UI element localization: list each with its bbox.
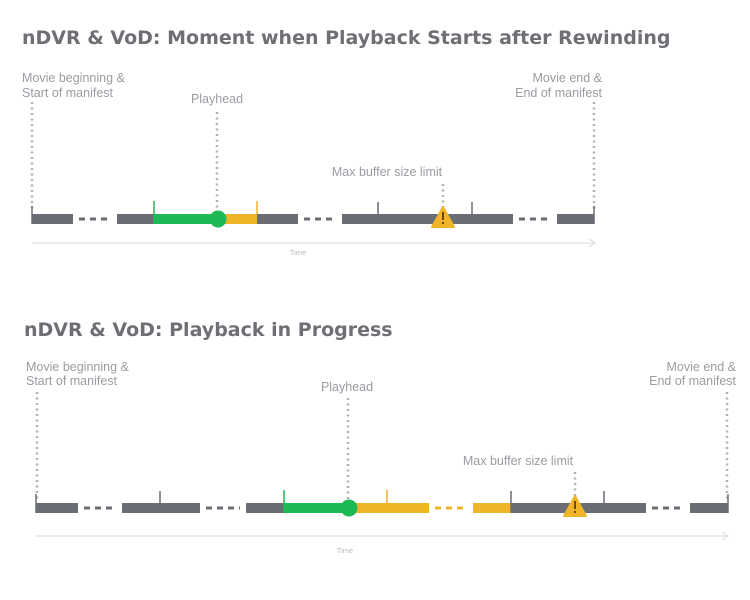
buffer-segment	[349, 503, 429, 513]
movie-end-label: Movie end &	[667, 360, 737, 374]
warning-triangle-icon	[563, 495, 587, 517]
max-buffer-label: Max buffer size limit	[463, 454, 574, 468]
segment	[557, 214, 594, 224]
segment	[122, 503, 200, 513]
buffer-segment	[473, 503, 511, 513]
segment	[257, 214, 298, 224]
diagram-rewinding: nDVR & VoD: Moment when Playback Starts …	[22, 27, 670, 257]
max-buffer-label: Max buffer size limit	[332, 165, 443, 179]
playhead-label: Playhead	[321, 380, 373, 394]
segment	[32, 214, 73, 224]
played-segment	[154, 214, 218, 224]
start-of-manifest-label: Start of manifest	[22, 86, 114, 100]
played-segment	[284, 503, 349, 513]
segment	[246, 503, 284, 513]
playhead-dot	[209, 210, 227, 228]
movie-beginning-label: Movie beginning &	[26, 360, 130, 374]
diagram-title: nDVR & VoD: Playback in Progress	[24, 319, 393, 341]
segment	[342, 214, 513, 224]
movie-beginning-label: Movie beginning &	[22, 71, 126, 85]
segment	[690, 503, 728, 513]
end-of-manifest-label: End of manifest	[515, 86, 602, 100]
diagram-title: nDVR & VoD: Moment when Playback Starts …	[22, 27, 670, 49]
segment	[117, 214, 154, 224]
buffer-segment	[218, 214, 257, 224]
start-of-manifest-label: Start of manifest	[26, 374, 118, 388]
playhead-dot	[340, 499, 358, 517]
warning-triangle-icon	[431, 206, 455, 228]
segment	[36, 503, 78, 513]
playhead-label: Playhead	[191, 92, 243, 106]
time-axis-label: Time	[337, 546, 353, 555]
diagram-playback-in-progress: nDVR & VoD: Playback in Progress Movie b…	[24, 319, 737, 555]
time-axis-label: Time	[290, 248, 306, 257]
end-of-manifest-label: End of manifest	[649, 374, 736, 388]
movie-end-label: Movie end &	[533, 71, 603, 85]
